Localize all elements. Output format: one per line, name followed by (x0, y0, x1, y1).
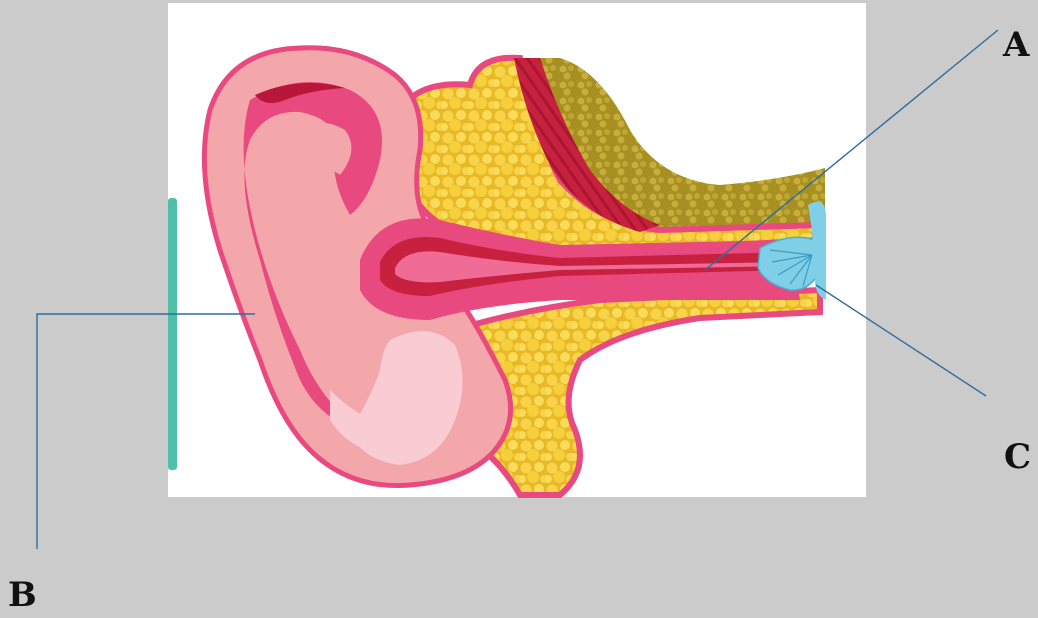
label-b: B (8, 578, 37, 612)
label-a: A (1003, 28, 1029, 62)
teal-side-bar (168, 198, 177, 470)
label-c: C (1004, 440, 1031, 474)
